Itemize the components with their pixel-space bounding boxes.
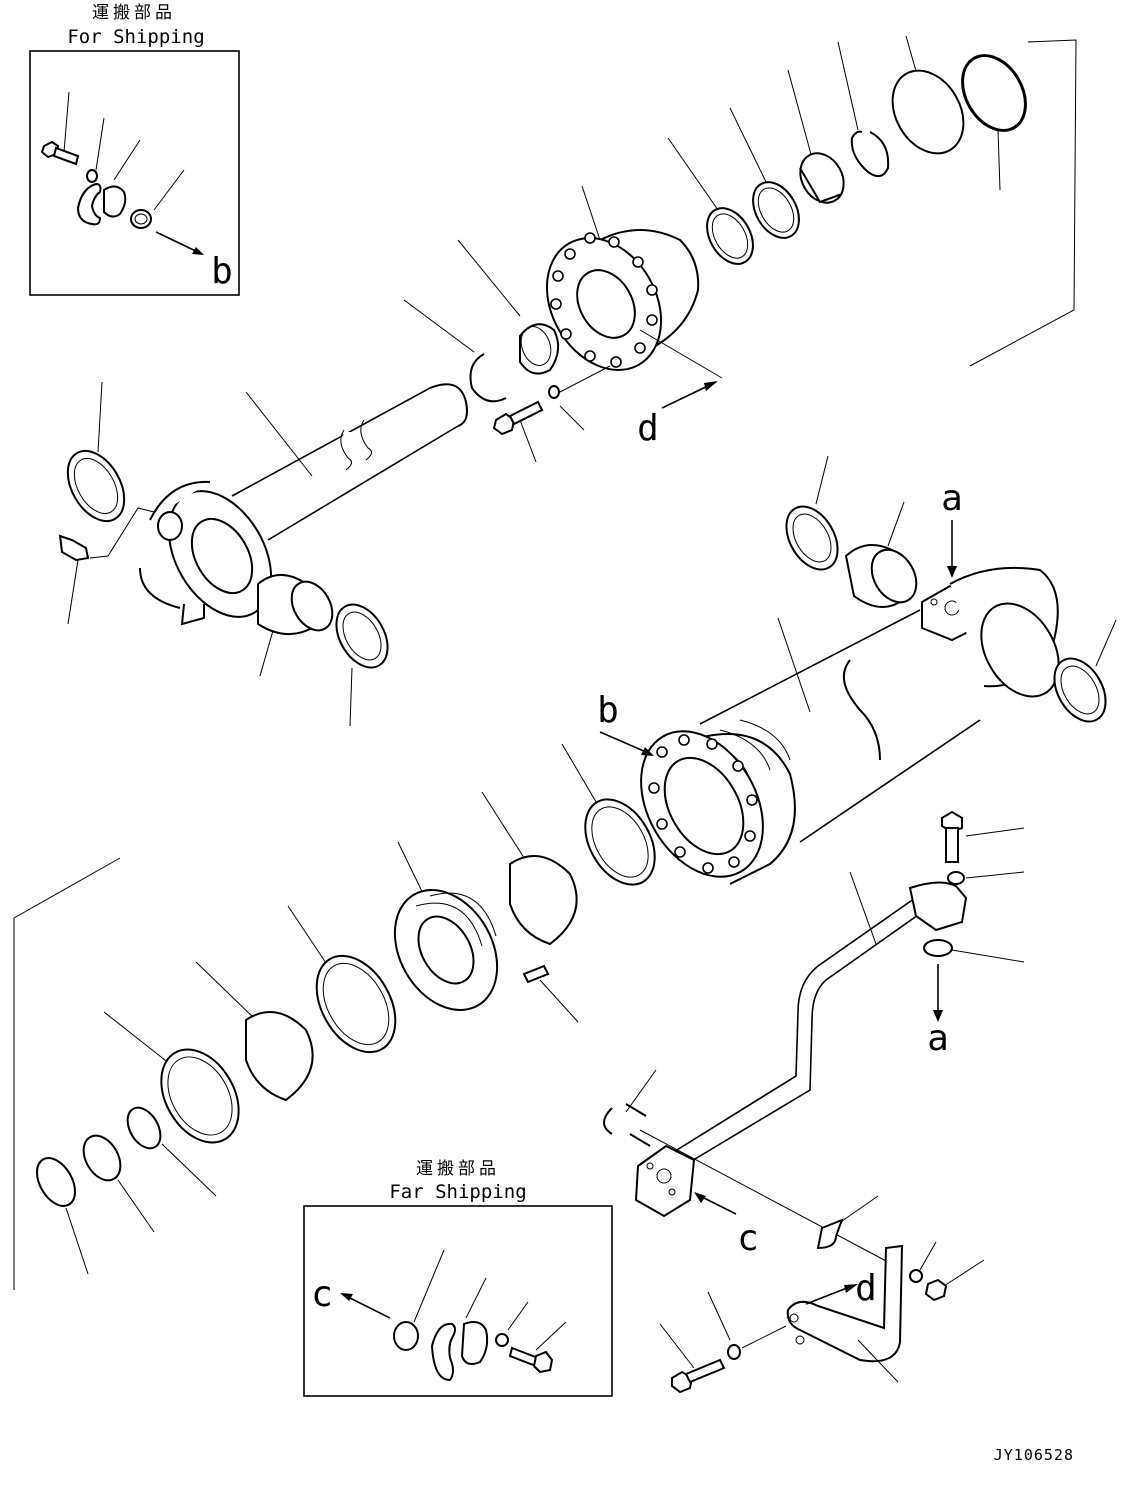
shipping-title-en-top: For Shipping <box>67 26 204 48</box>
shipping-box-bottom: 運搬部品 Far Shipping c <box>303 1159 613 1397</box>
ref-label-c-main: c <box>737 1218 759 1259</box>
shipping-title-en-bottom: Far Shipping <box>389 1181 526 1203</box>
shipping-arrow-label-c: c <box>311 1274 333 1315</box>
ref-label-a-bottom: a <box>927 1018 949 1059</box>
drawing-number: JY106528 <box>994 1446 1074 1464</box>
cylinder-tube: a b <box>597 455 1117 885</box>
piston-assembly <box>13 743 656 1290</box>
rod-assembly: d <box>58 35 1077 727</box>
ref-label-d-upper: d <box>637 408 659 449</box>
ref-label-d-lower: d <box>855 1268 877 1309</box>
shipping-title-jp-top: 運搬部品 <box>92 3 176 23</box>
shipping-box-top: 運搬部品 For Shipping b <box>29 3 240 296</box>
shipping-arrow-label-b: b <box>211 251 233 292</box>
pipe-assembly: a c d <box>603 810 1025 1394</box>
ref-label-a-top: a <box>941 478 963 519</box>
ref-label-b-main: b <box>597 690 619 731</box>
bolt-part <box>40 91 80 166</box>
shipping-title-jp-bottom: 運搬部品 <box>416 1159 500 1179</box>
